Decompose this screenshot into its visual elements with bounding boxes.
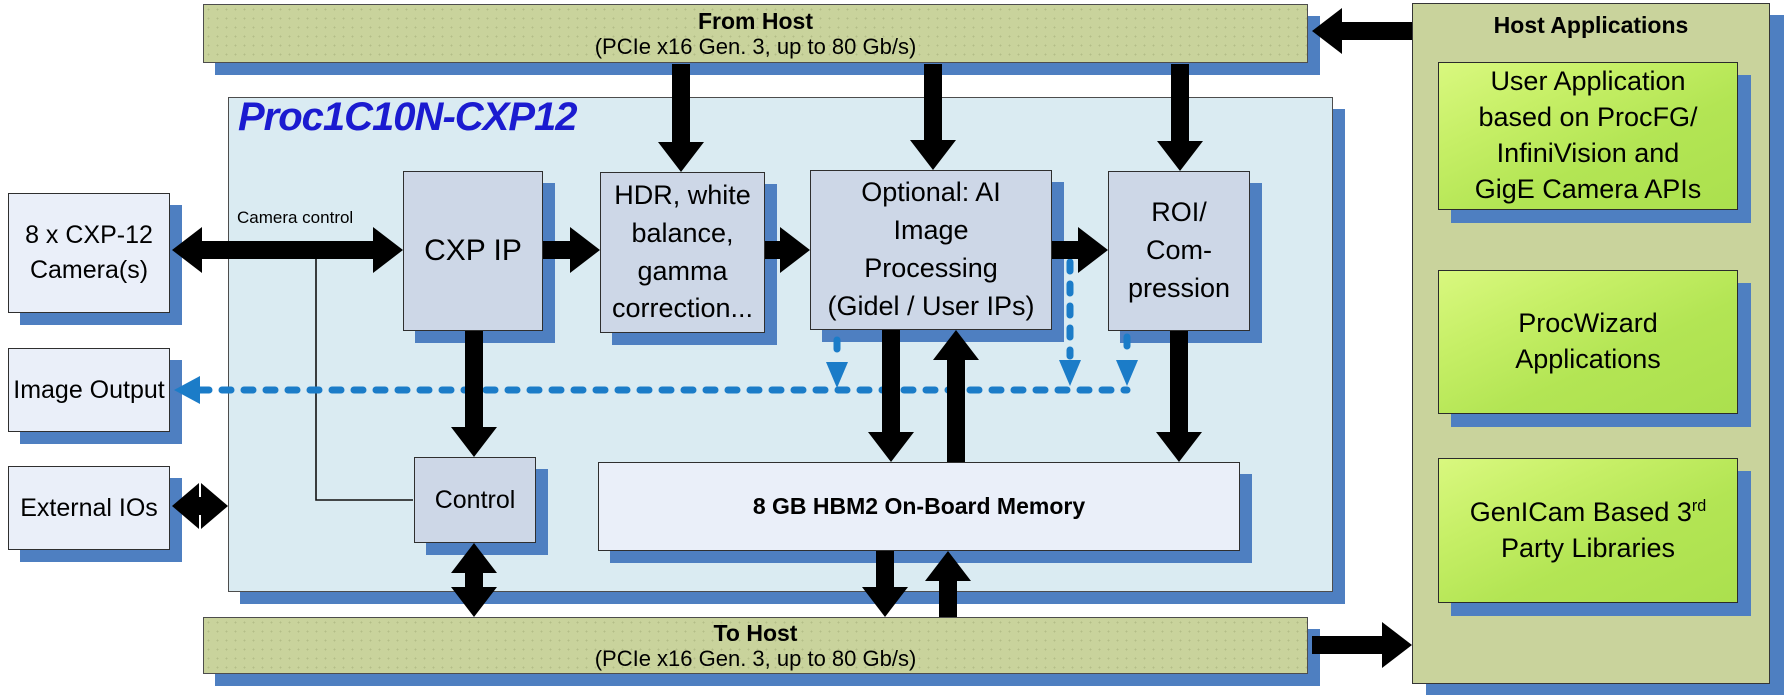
host-applications-title: Host Applications xyxy=(1493,12,1689,38)
roi-compression-box: ROI/ Com- pression xyxy=(1108,171,1250,331)
procwizard-box: ProcWizard Applications xyxy=(1438,270,1738,414)
camera-control-label: Camera control xyxy=(237,208,354,227)
from-host-bar: From Host (PCIe x16 Gen. 3, up to 80 Gb/… xyxy=(203,4,1308,63)
to-host-title: To Host xyxy=(713,619,798,646)
to-host-bar: To Host (PCIe x16 Gen. 3, up to 80 Gb/s) xyxy=(203,617,1308,674)
memory-box: 8 GB HBM2 On-Board Memory xyxy=(598,462,1240,551)
control-box: Control xyxy=(414,457,536,543)
board-title: Proc1C10N-CXP12 xyxy=(238,95,577,139)
user-application-box: User Application based on ProcFG/ Infini… xyxy=(1438,62,1738,210)
genicam-line2: Party Libraries xyxy=(1500,532,1676,563)
external-ios-box: External IOs xyxy=(8,466,170,550)
image-output-dashed-arrowhead xyxy=(174,376,200,404)
genicam-superscript: rd xyxy=(1691,496,1707,515)
image-output-box: Image Output xyxy=(8,348,170,432)
arrow-hostapps-to-fromhost xyxy=(1312,8,1412,54)
from-host-subtitle: (PCIe x16 Gen. 3, up to 80 Gb/s) xyxy=(594,34,917,60)
arrow-tohost-to-hostapps xyxy=(1312,622,1412,668)
cxp-ip-box: CXP IP xyxy=(403,171,543,331)
ai-processing-box: Optional: AI Image Processing (Gidel / U… xyxy=(810,170,1052,330)
to-host-subtitle: (PCIe x16 Gen. 3, up to 80 Gb/s) xyxy=(594,646,917,672)
cameras-box: 8 x CXP-12 Camera(s) xyxy=(8,193,170,313)
arrow-externalios-mainbox xyxy=(172,483,228,529)
from-host-title: From Host xyxy=(698,7,813,34)
genicam-box: GenICam Based 3rd Party Libraries xyxy=(1438,458,1738,603)
genicam-line1: GenICam Based 3rd xyxy=(1469,496,1707,527)
hdr-box: HDR, white balance, gamma correction... xyxy=(600,172,765,333)
